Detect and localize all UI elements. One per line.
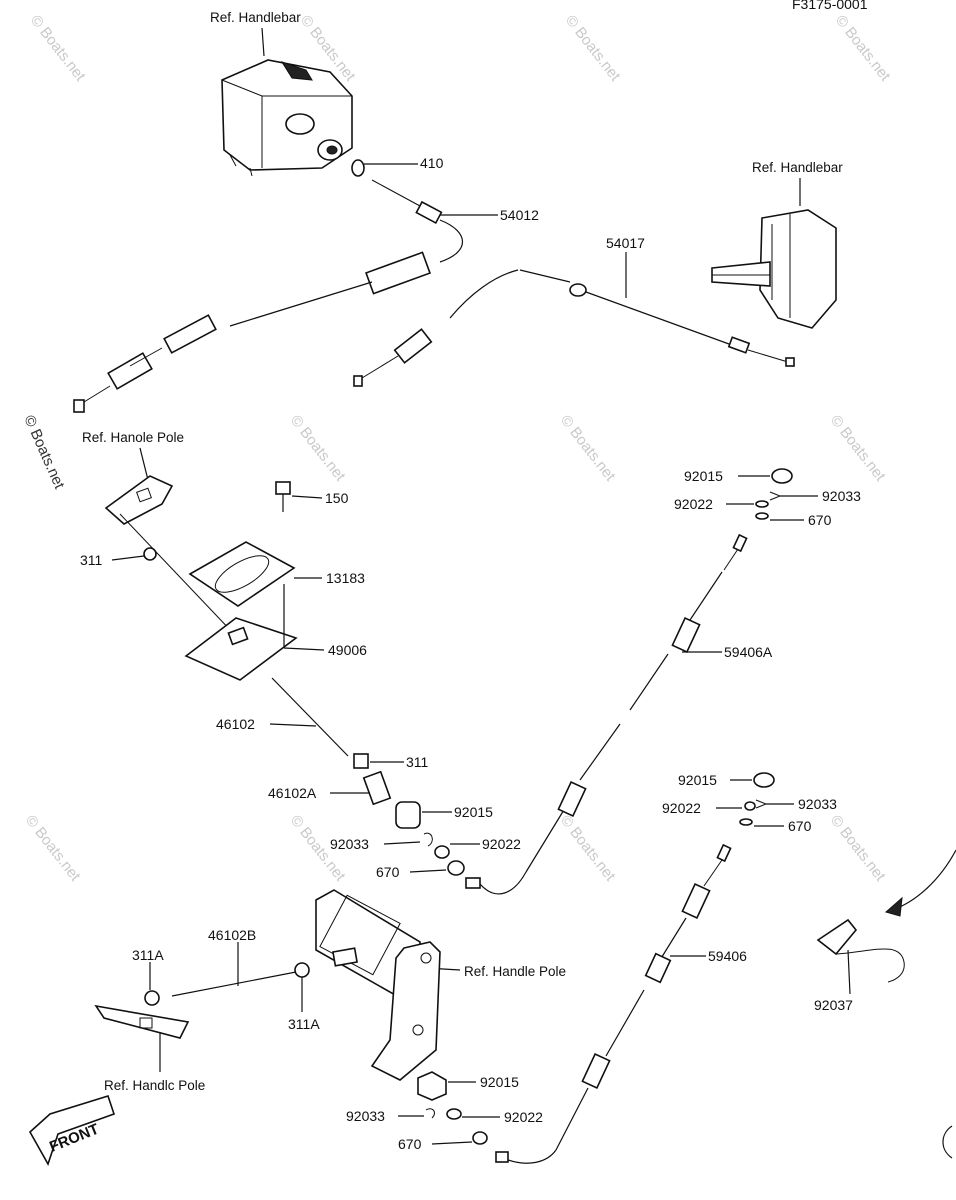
plate-49006 xyxy=(184,617,298,681)
ref-handle-pole-2: Ref. Handle Pole xyxy=(464,964,566,979)
label-92015-a: 92015 xyxy=(454,804,493,820)
part-92022-washer-a xyxy=(434,845,450,859)
cable-59406A xyxy=(465,533,748,895)
label-311-b: 311 xyxy=(406,754,429,770)
part-92037-clip xyxy=(816,918,858,956)
cable-54012 xyxy=(73,179,464,413)
label-54017: 54017 xyxy=(606,235,645,251)
label-92022-b: 92022 xyxy=(674,496,713,512)
label-311-a: 311 xyxy=(80,552,103,568)
label-92033-d: 92033 xyxy=(346,1108,385,1124)
watermark: © Boats.net xyxy=(557,412,619,485)
label-59406: 59406 xyxy=(708,948,747,964)
watermark-dark: © Boats.net xyxy=(20,413,68,492)
watermark: © Boats.net xyxy=(27,12,89,85)
label-92037: 92037 xyxy=(814,997,853,1013)
part-92033-clip-c xyxy=(755,799,768,809)
label-670-b: 670 xyxy=(808,512,832,528)
part-311A-nut-a xyxy=(144,990,160,1006)
label-92033-c: 92033 xyxy=(798,796,837,812)
label-46102: 46102 xyxy=(216,716,255,732)
part-92033-clip-a xyxy=(423,832,433,847)
label-150: 150 xyxy=(325,490,349,506)
watermark: © Boats.net xyxy=(827,812,889,885)
ref-handlebar-1: Ref. Handlebar xyxy=(210,10,301,25)
label-54012: 54012 xyxy=(500,207,539,223)
label-670-d: 670 xyxy=(398,1136,422,1152)
ref-handlebar-2: Ref. Handlebar xyxy=(752,160,843,175)
part-92022-washer-d xyxy=(446,1108,462,1120)
part-670-ring-d xyxy=(472,1131,488,1145)
handlebar-housing-right xyxy=(711,209,837,329)
watermark: © Boats.net xyxy=(287,412,349,485)
watermarks: © Boats.net © Boats.net © Boats.net © Bo… xyxy=(20,12,894,885)
lever-handle-pole-3 xyxy=(94,1004,190,1039)
label-13183: 13183 xyxy=(326,570,365,586)
part-670-ring-a xyxy=(447,860,465,876)
part-92033-clip-d xyxy=(425,1108,435,1119)
label-92033-a: 92033 xyxy=(330,836,369,852)
label-92015-c: 92015 xyxy=(678,772,717,788)
part-311-nut xyxy=(143,547,157,561)
ref-handle-pole-3: Ref. Handlc Pole xyxy=(104,1078,205,1093)
watermark: © Boats.net xyxy=(832,12,894,85)
label-92022-d: 92022 xyxy=(504,1109,543,1125)
edge-bracket xyxy=(942,1125,953,1159)
cable-54017 xyxy=(353,269,795,387)
ref-handle-pole-1: Ref. Hanole Pole xyxy=(82,430,184,445)
label-46102B: 46102B xyxy=(208,927,256,943)
part-92015-nut-b xyxy=(771,468,793,484)
label-59406A: 59406A xyxy=(724,644,773,660)
part-311-nut-b xyxy=(353,753,369,769)
label-670-a: 670 xyxy=(376,864,400,880)
label-46102A: 46102A xyxy=(268,785,317,801)
handlebar-housing-left xyxy=(221,59,353,177)
part-670-ring-b xyxy=(755,512,769,520)
figure-code: F3175-0001 xyxy=(792,0,868,12)
label-311A-b: 311A xyxy=(288,1016,320,1032)
watermark: © Boats.net xyxy=(22,812,84,885)
handle-pole-bracket xyxy=(315,889,441,1081)
part-92015-nut-c xyxy=(753,772,775,788)
label-410: 410 xyxy=(420,155,444,171)
part-92015-nut-d xyxy=(417,1071,447,1101)
part-670-ring-c xyxy=(739,818,753,826)
watermark: © Boats.net xyxy=(557,812,619,885)
plate-13183 xyxy=(188,541,296,607)
label-311A-a: 311A xyxy=(132,947,164,963)
part-46102A xyxy=(362,770,392,806)
rod-46102 xyxy=(271,677,349,757)
label-92022-a: 92022 xyxy=(482,836,521,852)
front-arrow: FRONT xyxy=(28,1095,116,1166)
part-92022-washer-c xyxy=(744,801,756,811)
watermark: © Boats.net xyxy=(827,412,889,485)
part-410-washer xyxy=(351,159,365,177)
label-92033-b: 92033 xyxy=(822,488,861,504)
label-92015-d: 92015 xyxy=(480,1074,519,1090)
label-92022-c: 92022 xyxy=(662,800,701,816)
rod-46102B xyxy=(171,971,297,997)
part-92022-washer-b xyxy=(755,500,769,508)
part-311A-nut-b xyxy=(294,962,310,978)
label-49006: 49006 xyxy=(328,642,367,658)
part-92033-clip-b xyxy=(769,491,782,501)
part-92015-nut-a xyxy=(395,801,421,829)
label-670-c: 670 xyxy=(788,818,812,834)
watermark: © Boats.net xyxy=(562,12,624,85)
cable-59406 xyxy=(495,843,732,1164)
label-92015-b: 92015 xyxy=(684,468,723,484)
bolt-150 xyxy=(275,481,291,495)
